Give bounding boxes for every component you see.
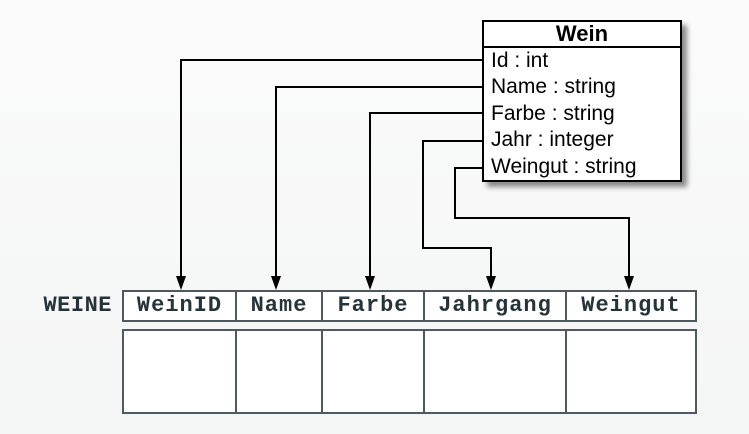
body-cell-name	[237, 331, 323, 412]
uml-attribute-list: Id : int Name : string Farbe : string Ja…	[484, 48, 680, 180]
header-cell-weinid: WeinID	[124, 292, 237, 320]
table-header-row: WeinID Name Farbe Jahrgang Weingut	[122, 290, 697, 322]
uml-class-title: Wein	[484, 22, 680, 48]
uml-attribute-name: Name : string	[491, 75, 616, 99]
connector-farbe-to-farbe	[369, 112, 482, 277]
connector-jahr-to-jahrgang	[422, 140, 492, 277]
header-cell-weingut: Weingut	[581, 293, 681, 318]
table-empty-row	[122, 329, 697, 414]
arrowhead-weingut-icon	[624, 276, 634, 290]
connector-weingut-to-weingut	[454, 167, 630, 277]
table-name-label: WEINE	[43, 293, 112, 318]
header-cell-name: Name	[237, 292, 323, 320]
arrowhead-farbe-icon	[365, 276, 375, 290]
uml-attribute-id: Id : int	[491, 49, 549, 72]
body-cell-farbe	[323, 331, 425, 412]
uml-attribute-farbe: Farbe : string	[491, 101, 615, 125]
body-cell-weinid	[124, 331, 237, 412]
body-cell-jahrgang	[425, 331, 567, 412]
header-cell-jahrgang: Jahrgang	[425, 292, 567, 320]
connector-name-to-name	[275, 86, 482, 277]
uml-attribute-weingut: Weingut : string	[491, 154, 637, 178]
arrowhead-jahrgang-icon	[486, 276, 496, 290]
uml-class-box: Wein Id : int Name : string Farbe : stri…	[482, 20, 682, 182]
uml-attribute-jahr: Jahr : integer	[491, 128, 614, 152]
body-cell-weingut	[567, 331, 695, 412]
arrowhead-weinid-icon	[176, 276, 186, 290]
arrowhead-name-icon	[271, 276, 281, 290]
connector-id-to-weinid	[180, 59, 482, 277]
header-cell-farbe: Farbe	[323, 292, 425, 320]
